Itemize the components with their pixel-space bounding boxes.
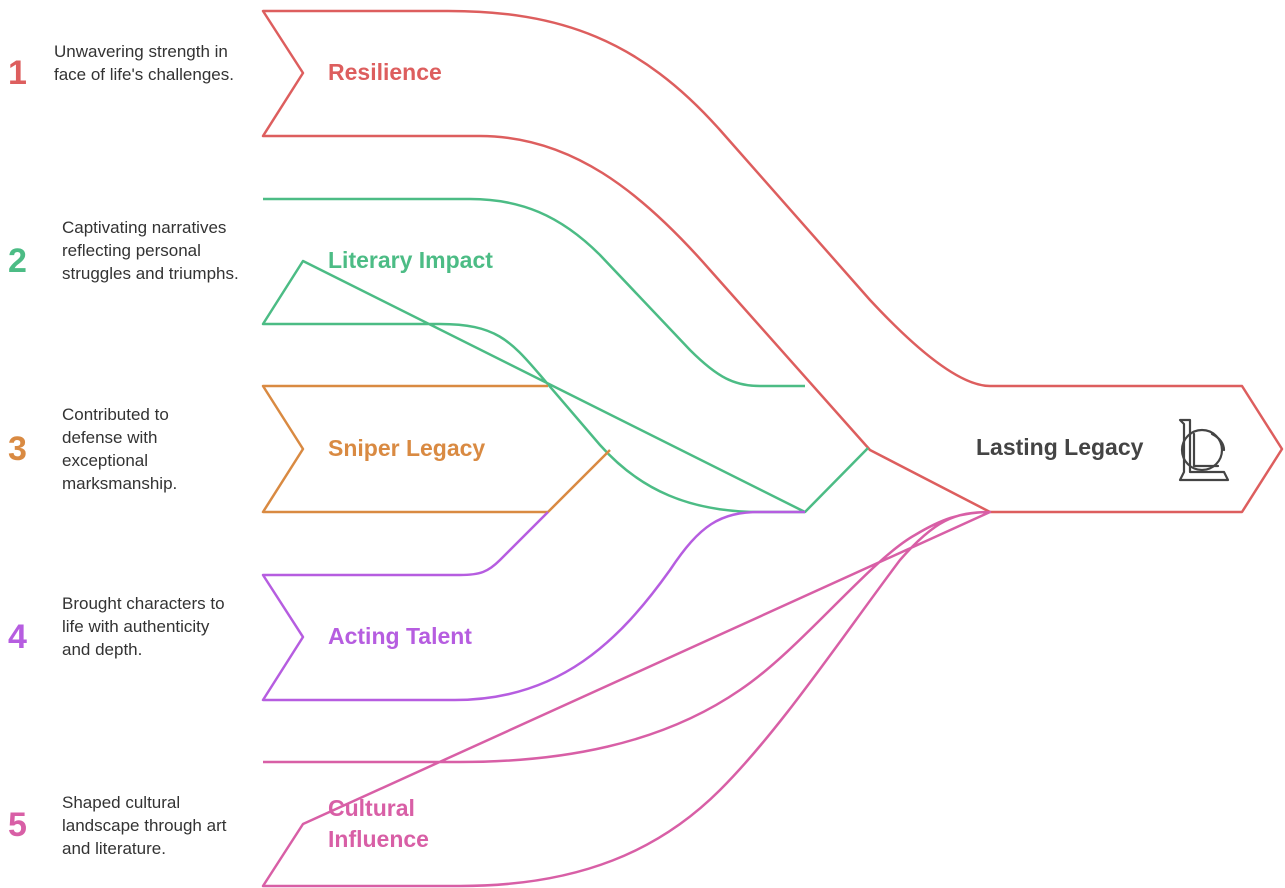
flow-band-literary-impact <box>261 197 869 514</box>
step-number-4: 4 <box>8 618 27 656</box>
flow-band-cultural-influence <box>261 510 992 888</box>
step-description-2: Captivating narratives reflecting person… <box>62 218 239 283</box>
lol-logo-icon <box>1178 418 1230 482</box>
step-title-5: Cultural Influence <box>328 795 429 852</box>
step-title-2: Literary Impact <box>328 247 493 273</box>
step-number-1: 1 <box>8 54 27 92</box>
step-title-3: Sniper Legacy <box>328 435 486 461</box>
step-description-3: Contributed to defense with exceptional … <box>62 405 178 493</box>
step-description-5: Shaped cultural landscape through art an… <box>62 793 227 858</box>
step-number-2: 2 <box>8 242 27 280</box>
step-number-3: 3 <box>8 430 27 468</box>
step-description-4: Brought characters to life with authenti… <box>62 594 225 659</box>
step-description-1: Unwavering strength in face of life's ch… <box>54 42 234 84</box>
outcome-title: Lasting Legacy <box>976 434 1144 460</box>
step-number-5: 5 <box>8 806 27 844</box>
step-title-4: Acting Talent <box>328 623 472 649</box>
flow-band-acting-talent <box>261 510 805 702</box>
step-title-1: Resilience <box>328 59 442 85</box>
flow-band-resilience <box>261 9 1284 514</box>
flow-band-sniper-legacy <box>261 384 611 514</box>
